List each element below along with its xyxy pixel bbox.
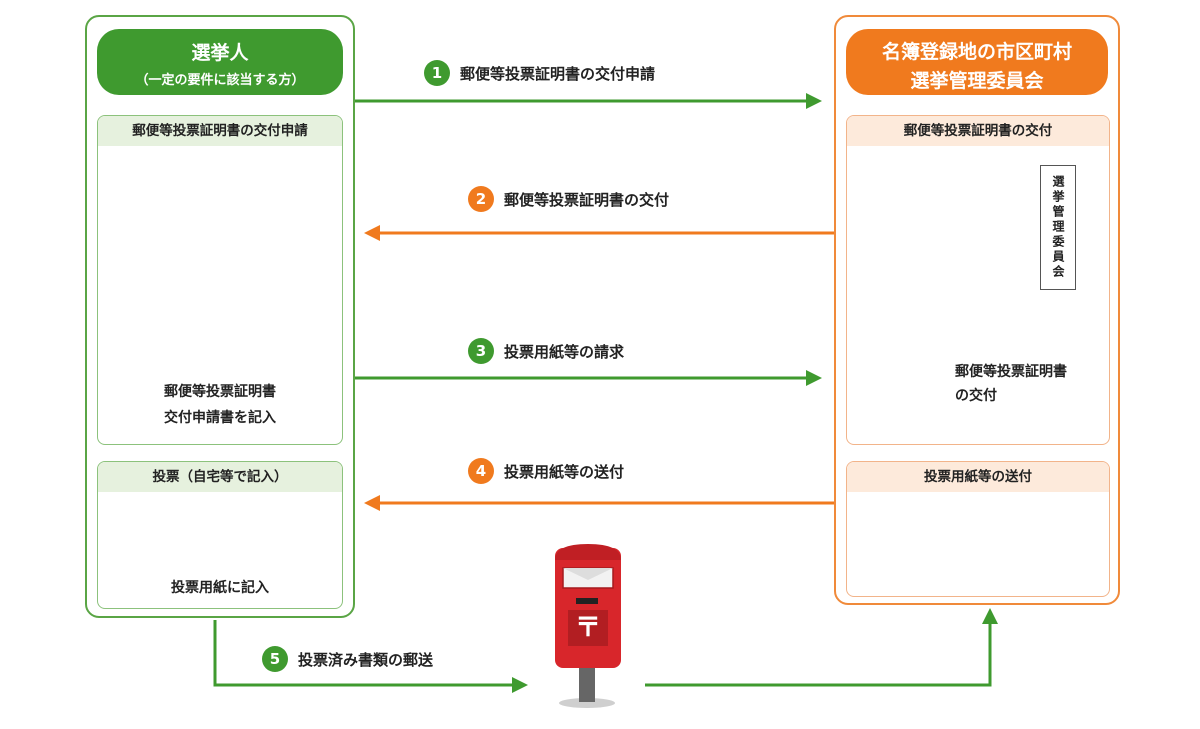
arrow-step-4 xyxy=(364,495,834,511)
building-sign: 選挙管理委員会 xyxy=(1040,165,1076,290)
step-4-label: 4 投票用紙等の送付 xyxy=(468,458,624,484)
voter-panel: 選挙人 （一定の要件に該当する方） 郵便等投票証明書の交付申請 郵便等投票証明書… xyxy=(85,15,355,618)
step-3-text: 投票用紙等の請求 xyxy=(504,342,625,361)
step-1-text: 郵便等投票証明書の交付申請 xyxy=(460,64,656,83)
committee-issue-box: 郵便等投票証明書の交付 郵便等投票証明書 の交付 xyxy=(846,115,1110,445)
voter-application-caption-2: 交付申請書を記入 xyxy=(164,410,276,426)
step-2-number: 2 xyxy=(468,186,494,212)
committee-issue-title: 郵便等投票証明書の交付 xyxy=(847,116,1109,146)
voter-application-caption-1: 郵便等投票証明書 xyxy=(164,384,276,400)
step-3-label: 3 投票用紙等の請求 xyxy=(468,338,624,364)
step-4-text: 投票用紙等の送付 xyxy=(504,462,625,481)
committee-title-line1: 名簿登録地の市区町村 xyxy=(881,41,1072,63)
committee-title-line2: 選挙管理委員会 xyxy=(910,70,1044,92)
voter-ballot-caption: 投票用紙に記入 xyxy=(171,580,269,596)
committee-send-box: 投票用紙等の送付 xyxy=(846,461,1110,597)
election-committee-panel: 名簿登録地の市区町村 選挙管理委員会 郵便等投票証明書の交付 郵便等投票証明書 … xyxy=(834,15,1120,605)
arrow-step-3 xyxy=(355,370,822,386)
voter-application-title: 郵便等投票証明書の交付申請 xyxy=(98,116,342,146)
step-5-number: 5 xyxy=(262,646,288,672)
arrow-step-5 xyxy=(213,620,528,693)
voter-ballot-title: 投票（自宅等で記入） xyxy=(98,462,342,492)
arrow-step-2 xyxy=(364,225,834,241)
committee-issue-caption: 郵便等投票証明書 の交付 xyxy=(955,360,1067,408)
postbox-illustration xyxy=(555,544,621,708)
step-5-text: 投票済み書類の郵送 xyxy=(298,650,434,669)
step-4-number: 4 xyxy=(468,458,494,484)
committee-send-title: 投票用紙等の送付 xyxy=(847,462,1109,492)
step-1-number: 1 xyxy=(424,60,450,86)
voter-header: 選挙人 （一定の要件に該当する方） xyxy=(97,29,343,95)
step-2-label: 2 郵便等投票証明書の交付 xyxy=(468,186,669,212)
voter-ballot-box: 投票（自宅等で記入） 投票用紙に記入 xyxy=(97,461,343,609)
voter-title: 選挙人 xyxy=(191,42,249,64)
committee-header: 名簿登録地の市区町村 選挙管理委員会 xyxy=(846,29,1108,95)
step-2-text: 郵便等投票証明書の交付 xyxy=(504,190,670,209)
voter-application-box: 郵便等投票証明書の交付申請 郵便等投票証明書 交付申請書を記入 xyxy=(97,115,343,445)
arrow-postbox-to-committee xyxy=(645,608,998,687)
committee-issue-caption-2: の交付 xyxy=(955,388,997,404)
voter-subtitle: （一定の要件に該当する方） xyxy=(135,73,305,88)
step-1-label: 1 郵便等投票証明書の交付申請 xyxy=(424,60,655,86)
postbox-mark: 〒 xyxy=(574,613,601,643)
step-5-label: 5 投票済み書類の郵送 xyxy=(262,646,433,672)
step-3-number: 3 xyxy=(468,338,494,364)
committee-issue-caption-1: 郵便等投票証明書 xyxy=(955,364,1067,380)
arrow-step-1 xyxy=(355,93,822,109)
